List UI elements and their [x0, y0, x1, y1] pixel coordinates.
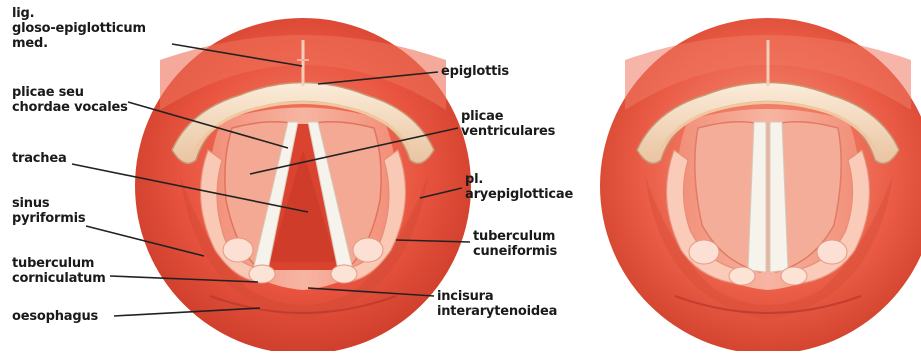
label-pl-aryepiglotticae: pl. aryepiglotticae [465, 172, 573, 202]
right-larynx-view [600, 18, 921, 351]
label-oesophagus: oesophagus [12, 309, 98, 324]
label-sinus-pyriformis: sinus pyriformis [12, 196, 85, 226]
left-larynx-view [135, 18, 471, 351]
label-trachea: trachea [12, 151, 67, 166]
label-plicae-vocales: plicae seu chordae vocales [12, 85, 128, 115]
label-tuberculum-corniculatum: tuberculum corniculatum [12, 256, 106, 286]
label-incisura-interarytenoidea: incisura interarytenoidea [437, 289, 557, 319]
label-plicae-ventriculares: plicae ventriculares [461, 109, 555, 139]
label-lig-gloso-epiglotticum: lig. gloso-epiglotticum med. [12, 6, 146, 51]
label-epiglottis: epiglottis [441, 64, 509, 79]
label-tuberculum-cuneiformis: tuberculum cuneiformis [473, 229, 557, 259]
